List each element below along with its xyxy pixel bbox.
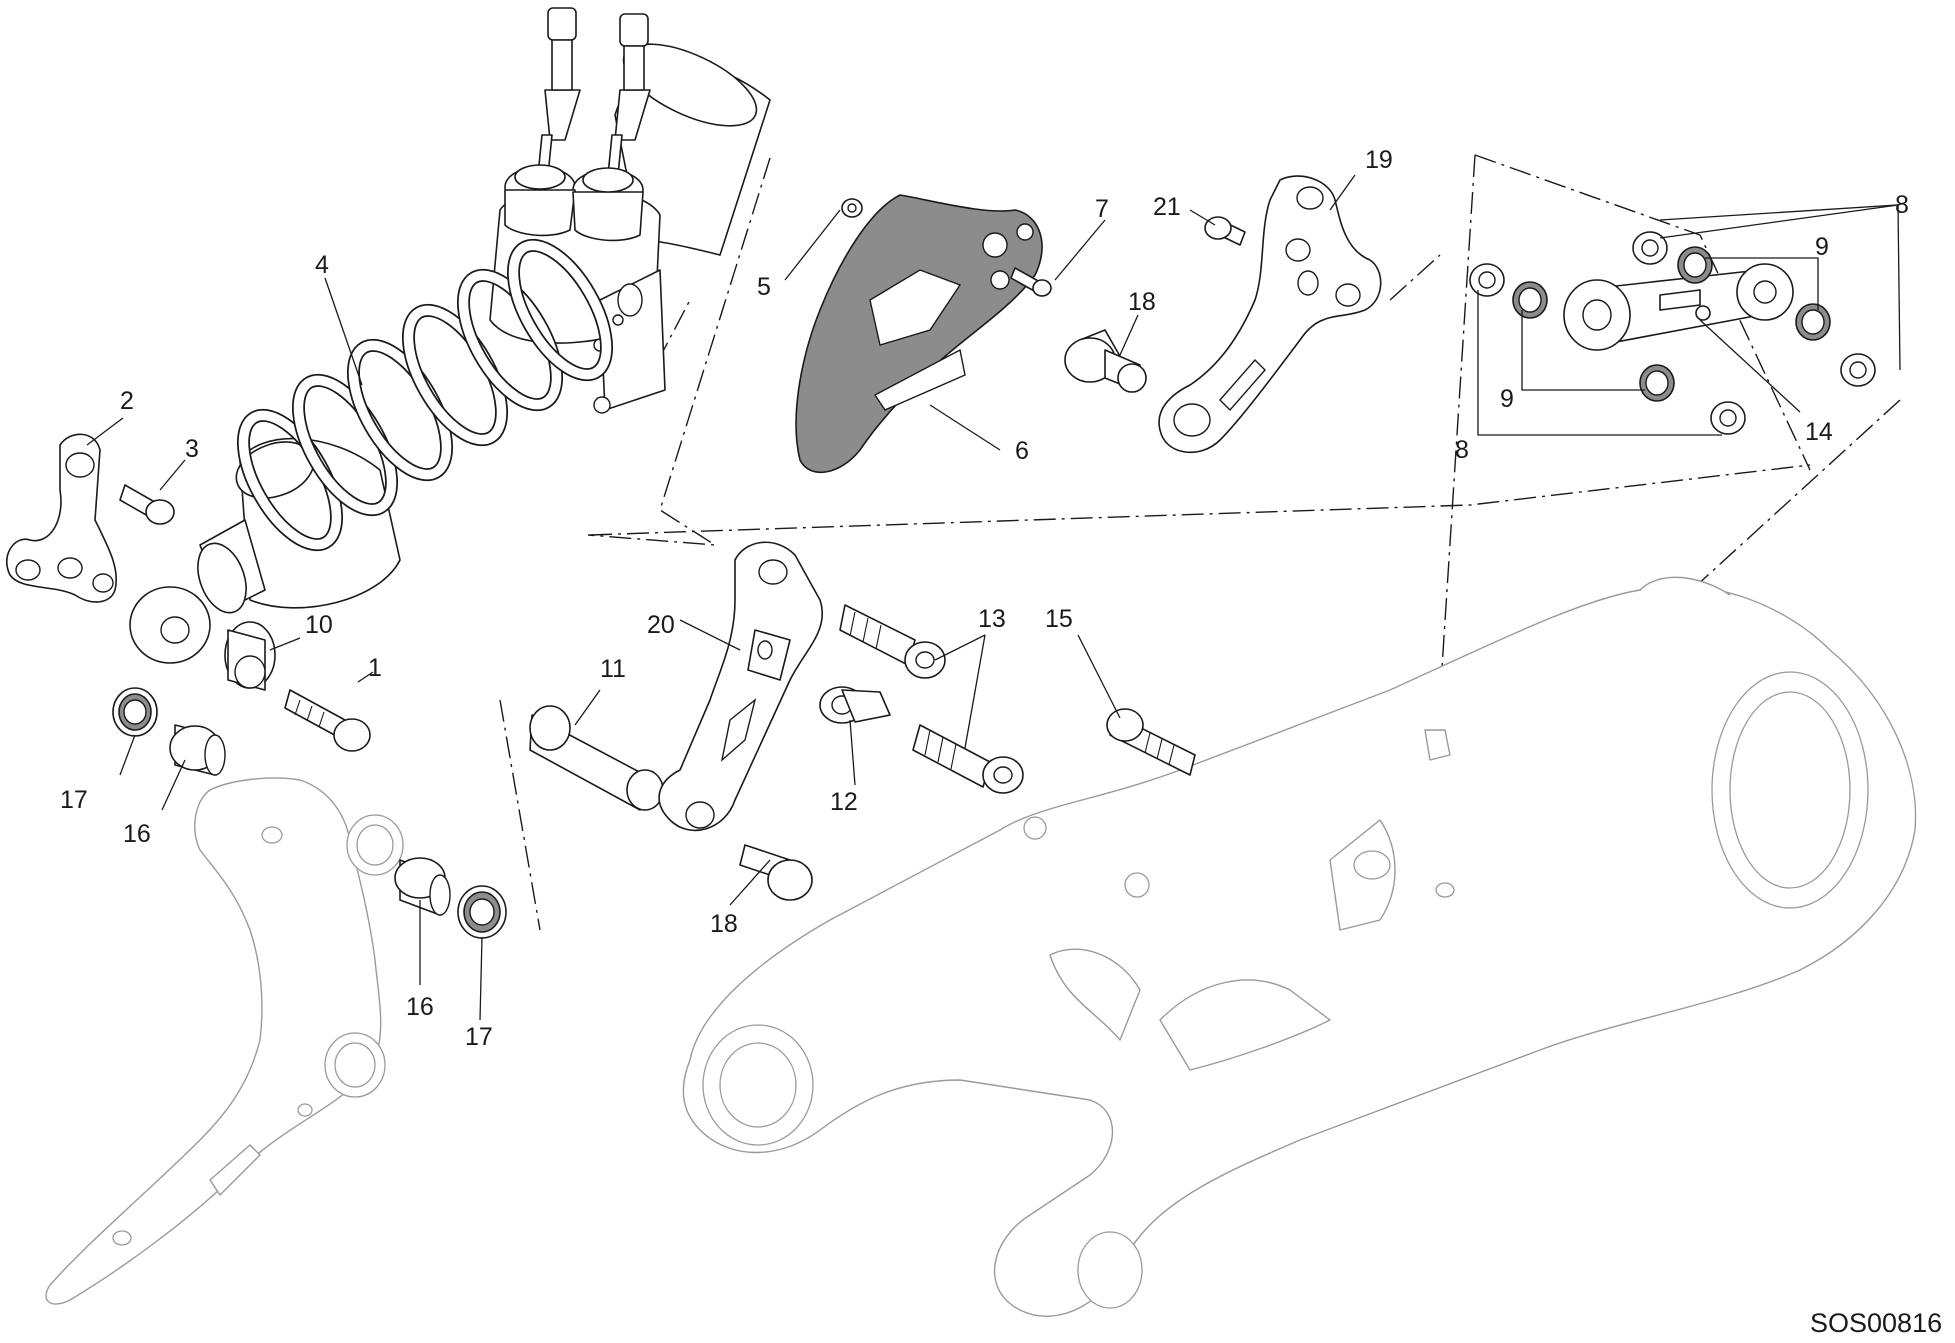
callout-20: 20 [647, 611, 675, 639]
callout-17-left: 17 [60, 786, 88, 814]
callout-3: 3 [185, 435, 199, 463]
swingarm [682, 576, 1917, 1317]
screw-21 [1204, 216, 1246, 246]
shock-spring-coils [236, 238, 614, 552]
bush-16-right [394, 857, 451, 916]
washer-9-right [1795, 303, 1831, 341]
bush-16-left [169, 724, 226, 776]
callout-16-left: 16 [123, 820, 151, 848]
screw-1 [284, 689, 371, 752]
callout-8-top: 8 [1895, 191, 1909, 219]
washer-9-top [1677, 246, 1713, 284]
drawing-code: SOS00816 [1810, 1308, 1942, 1338]
screw-18-upper [1064, 329, 1147, 393]
callout-5: 5 [757, 273, 771, 301]
callout-17-right: 17 [465, 1023, 493, 1051]
callout-leaders [86, 174, 1901, 1021]
callout-10: 10 [305, 611, 333, 639]
callout-21: 21 [1153, 193, 1181, 221]
washer-9-left [1512, 281, 1548, 319]
rear-shock-absorber [129, 7, 771, 664]
washer-8-right [1840, 353, 1876, 387]
washer-8-bottom [1710, 401, 1746, 435]
callout-6: 6 [1015, 437, 1029, 465]
callout-18-upper: 18 [1128, 288, 1156, 316]
callout-19: 19 [1365, 146, 1393, 174]
callout-12: 12 [830, 788, 858, 816]
screw-15 [1106, 708, 1196, 776]
callout-2: 2 [120, 387, 134, 415]
callout-9-top: 9 [1815, 233, 1829, 261]
tie-rod-bracket [5, 433, 118, 603]
screw-7 [1010, 267, 1052, 297]
spacer-10 [224, 621, 276, 691]
callout-11: 11 [600, 655, 626, 683]
washer-5 [841, 198, 863, 218]
rocker-link-20 [658, 541, 823, 832]
callout-labels: 1 2 3 4 5 6 7 8 8 9 9 10 11 12 13 14 15 … [60, 146, 1909, 1051]
callout-16-right: 16 [406, 993, 434, 1021]
screw-18-lower [739, 844, 813, 901]
callout-14: 14 [1805, 418, 1833, 446]
heel-guard-6 [795, 194, 1043, 474]
screw-13-upper [839, 604, 946, 679]
seal-17-left [112, 687, 158, 737]
callout-8-bottom: 8 [1455, 436, 1469, 464]
callout-18-lower: 18 [710, 910, 738, 938]
rocker-19 [1158, 175, 1382, 454]
washer-8-left [1469, 263, 1505, 297]
callout-15: 15 [1045, 605, 1073, 633]
callout-7: 7 [1095, 195, 1109, 223]
callout-1: 1 [368, 654, 382, 682]
rider-footrest-bracket [45, 777, 404, 1305]
washer-8-top [1632, 231, 1668, 265]
callout-4: 4 [315, 251, 329, 279]
tie-rod-14 [1563, 263, 1794, 351]
screw-3 [119, 484, 175, 525]
clamp-12 [819, 686, 891, 724]
callout-9-bottom: 9 [1500, 385, 1514, 413]
washer-9-bottom [1639, 364, 1675, 402]
seal-17-right [457, 885, 507, 939]
screw-13-lower [912, 724, 1024, 794]
pin-11 [529, 705, 664, 811]
callout-13: 13 [978, 605, 1006, 633]
